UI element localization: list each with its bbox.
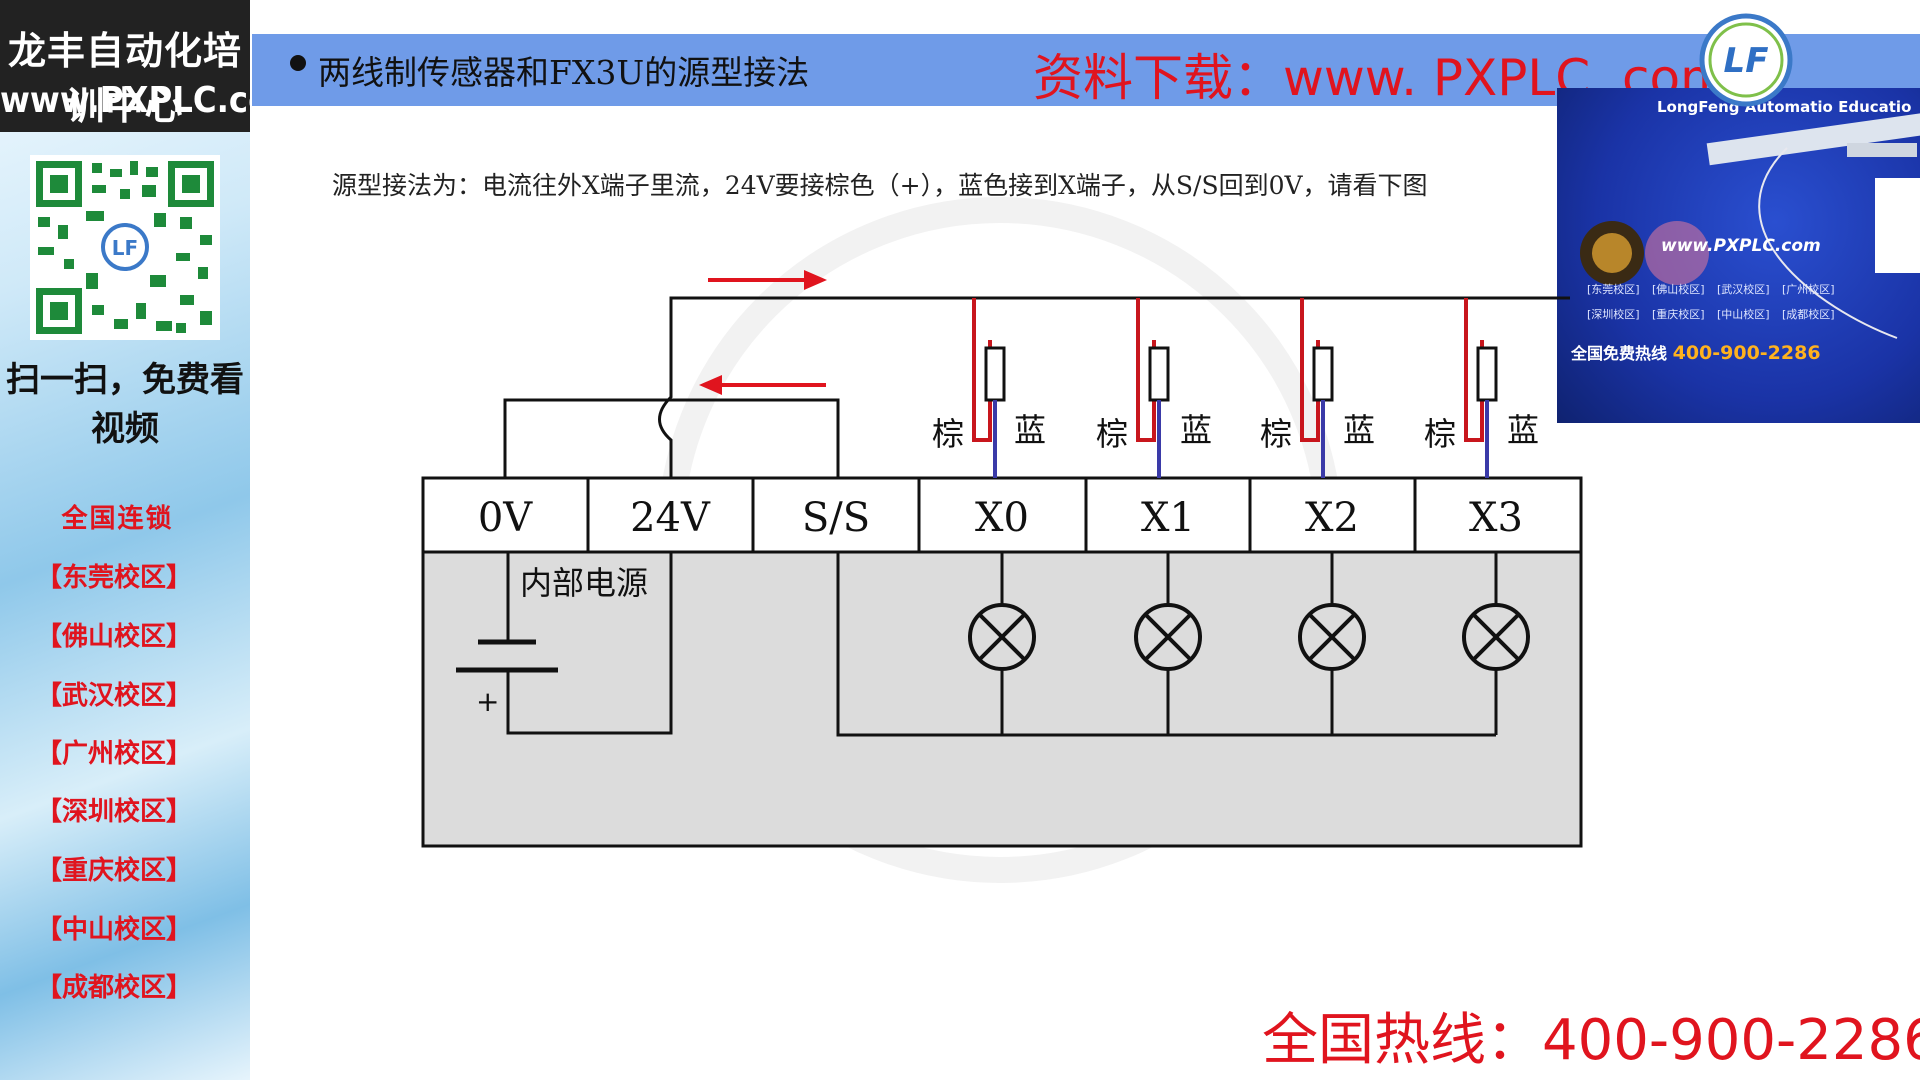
battery-plus-sign: +	[476, 685, 499, 718]
sidebar: 龙丰自动化培训中心 www.PXPLC.com LF 扫一扫，免费看视频 全国连…	[0, 0, 250, 1080]
footer-hotline: 全国热线：400-900-2286	[1262, 1008, 1920, 1073]
svg-text:[深圳校区]: [深圳校区]	[1587, 307, 1640, 321]
svg-text:[广州校区]: [广州校区]	[1782, 282, 1835, 296]
svg-text:[成都校区]: [成都校区]	[1782, 307, 1835, 321]
sensor-x1	[1136, 298, 1170, 478]
input-lamp-x1-icon	[1134, 603, 1202, 671]
internal-power-label: 内部电源	[520, 564, 648, 602]
label-brown-x1: 棕	[1096, 415, 1128, 453]
campus-shenzhen: 【深圳校区】	[36, 797, 193, 827]
bus-24v	[658, 296, 1570, 478]
svg-text:LF: LF	[112, 236, 138, 260]
terminal-0v: 0V	[478, 495, 533, 541]
terminal-x1: X1	[1141, 495, 1195, 541]
label-brown-x3: 棕	[1424, 415, 1456, 453]
svg-text:[中山校区]: [中山校区]	[1717, 307, 1770, 321]
svg-text:[武汉校区]: [武汉校区]	[1717, 282, 1770, 296]
sensor-x3	[1464, 298, 1498, 478]
qr-caption: 扫一扫，免费看视频	[6, 360, 244, 449]
logo-text: LF	[1724, 41, 1769, 81]
terminal-x0: X0	[975, 495, 1029, 541]
label-blue-x1: 蓝	[1180, 411, 1212, 449]
brand-url: www.PXPLC.com	[0, 80, 250, 121]
inset-hotline: 全国免费热线 400-900-2286	[1571, 340, 1821, 364]
qr-code-icon: LF	[30, 155, 220, 340]
jumper-0v-ss	[503, 398, 840, 478]
label-blue-x3: 蓝	[1507, 411, 1539, 449]
training-board-photo: [东莞校区] [佛山校区] [武汉校区] [广州校区] [深圳校区] [重庆校区] [中山…	[1580, 111, 1920, 339]
label-blue-x0: 蓝	[1014, 411, 1046, 449]
campus-foshan: 【佛山校区】	[36, 622, 193, 652]
svg-text:[重庆校区]: [重庆校区]	[1652, 307, 1705, 321]
label-brown-x2: 棕	[1260, 415, 1292, 453]
lf-logo-icon: LF	[1699, 13, 1793, 107]
input-lamp-x2-icon	[1298, 603, 1366, 671]
inset-url: www.PXPLC.com	[1661, 236, 1821, 256]
input-lamp-x3-icon	[1462, 603, 1530, 671]
brand-name: 龙丰自动化培训中心	[7, 29, 242, 128]
bullet-icon	[290, 55, 306, 71]
brand-block: 龙丰自动化培训中心 www.PXPLC.com	[0, 0, 250, 132]
label-brown-x0: 棕	[932, 415, 964, 453]
svg-text:[佛山校区]: [佛山校区]	[1652, 282, 1705, 296]
sensor-x2	[1300, 298, 1334, 478]
inset-company-text: LongFeng Automatio Educatio	[1657, 98, 1912, 116]
sensor-x0	[972, 298, 1006, 478]
terminal-x2: X2	[1305, 495, 1359, 541]
campus-guangzhou: 【广州校区】	[36, 739, 193, 769]
label-blue-x2: 蓝	[1343, 411, 1375, 449]
chain-title: 全国连锁	[61, 504, 174, 534]
terminal-ss: S/S	[802, 495, 870, 541]
inset-hotline-number: 400-900-2286	[1672, 342, 1821, 364]
intro-text: 源型接法为：电流往外X端子里流，24V要接棕色（+），蓝色接到X端子，从S/S回…	[332, 171, 1428, 200]
svg-text:[东莞校区]: [东莞校区]	[1587, 282, 1640, 296]
inset-video-photo: [东莞校区] [佛山校区] [武汉校区] [广州校区] [深圳校区] [重庆校区] [中山…	[1557, 88, 1920, 423]
campus-chongqing: 【重庆校区】	[36, 856, 193, 886]
internal-wire-24v	[506, 552, 673, 735]
terminal-24v: 24V	[630, 495, 711, 541]
campus-wuhan: 【武汉校区】	[36, 681, 193, 711]
campus-zhongshan: 【中山校区】	[36, 915, 193, 945]
campus-chengdu: 【成都校区】	[36, 973, 193, 1003]
inset-hotline-label: 全国免费热线	[1571, 344, 1668, 363]
campus-dongguan: 【东莞校区】	[36, 563, 193, 593]
internal-common-bus	[836, 552, 1496, 737]
terminal-x3: X3	[1469, 495, 1523, 541]
slide-title: 两线制传感器和FX3U的源型接法	[318, 53, 810, 92]
input-lamp-x0-icon	[968, 603, 1036, 671]
terminal-strip	[421, 476, 1583, 554]
